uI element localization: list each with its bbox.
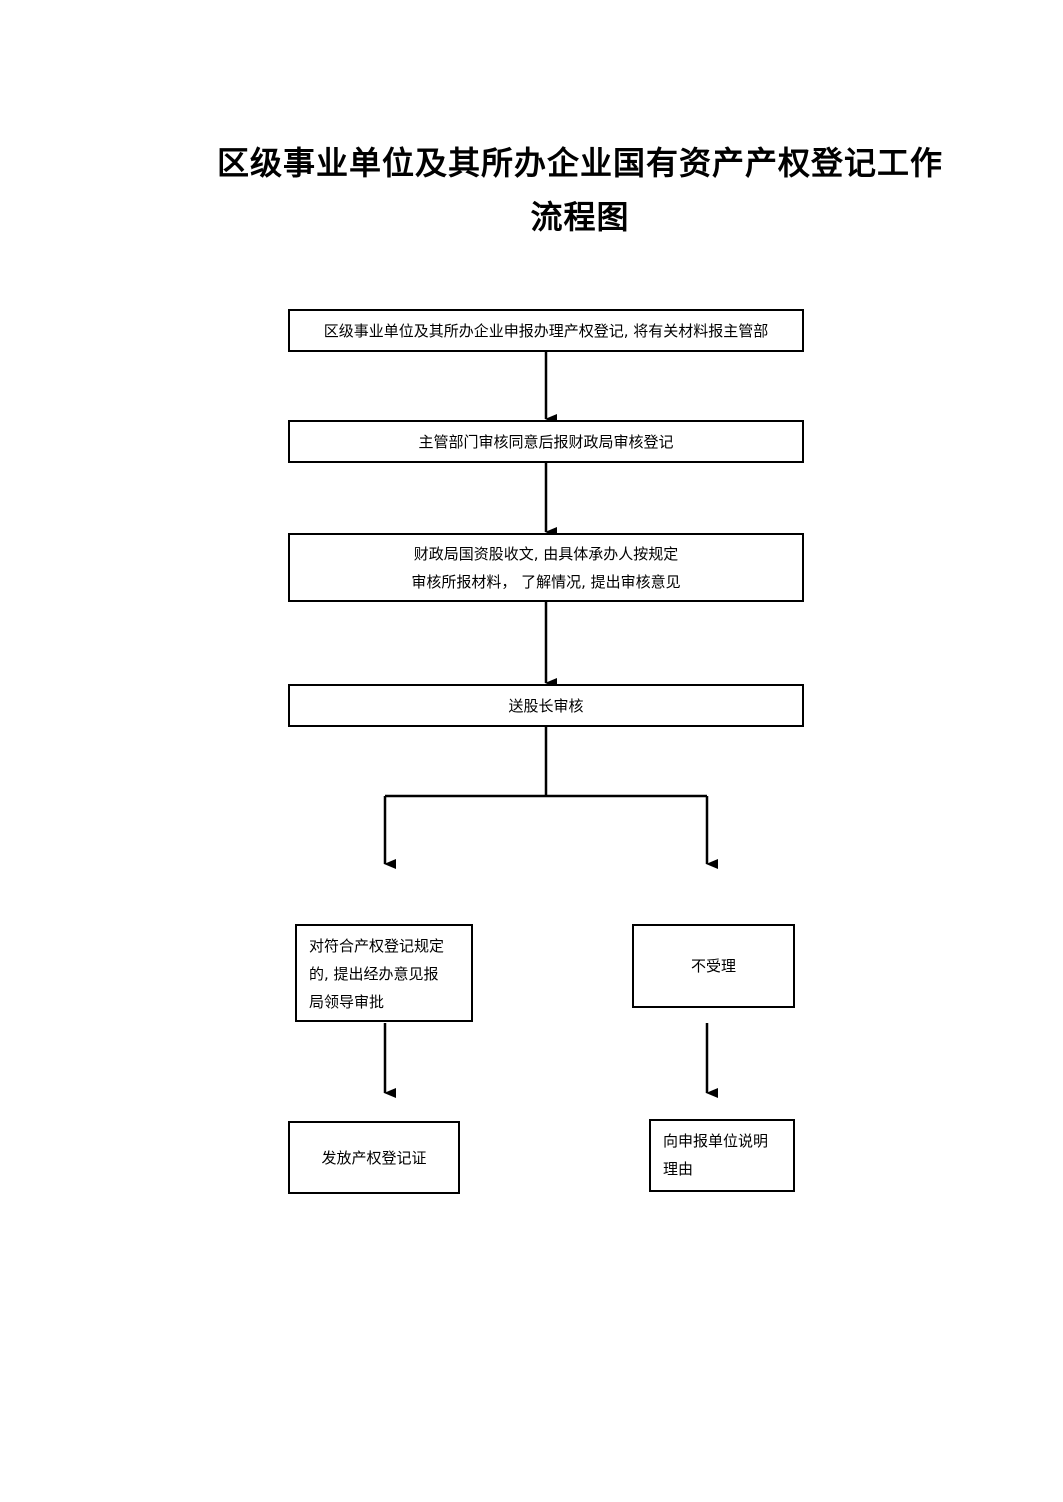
node-apply: 区级事业单位及其所办企业申报办理产权登记, 将有关材料报主管部 [288, 309, 804, 352]
page-title: 区级事业单位及其所办企业国有资产产权登记工作 [216, 144, 943, 182]
node-dept-review: 主管部门审核同意后报财政局审核登记 [288, 420, 804, 463]
node-finance-receive: 财政局国资股收文, 由具体承办人按规定 审核所报材料， 了解情况, 提出审核意见 [288, 533, 804, 602]
node-approve-line-3: 局领导审批 [309, 993, 385, 1011]
node-explain-line-1: 向申报单位说明 [663, 1132, 769, 1150]
node-issue-cert: 发放产权登记证 [288, 1121, 460, 1194]
node-approve-line-2: 的, 提出经办意见报 [309, 965, 439, 983]
node-apply-text: 区级事业单位及其所办企业申报办理产权登记, 将有关材料报主管部 [323, 321, 769, 340]
node-chief-review: 送股长审核 [288, 684, 804, 727]
node-finance-receive-line-2: 审核所报材料， 了解情况, 提出审核意见 [411, 572, 681, 591]
node-reject-text: 不受理 [690, 957, 736, 975]
node-chief-review-text: 送股长审核 [508, 696, 584, 715]
node-approve-line-1: 对符合产权登记规定 [309, 937, 445, 955]
node-approve: 对符合产权登记规定 的, 提出经办意见报 局领导审批 [295, 924, 473, 1022]
node-explain-line-2: 理由 [663, 1160, 694, 1178]
page-subtitle: 流程图 [530, 198, 630, 236]
node-dept-review-text: 主管部门审核同意后报财政局审核登记 [418, 432, 674, 451]
node-reject: 不受理 [632, 924, 795, 1008]
node-finance-receive-line-1: 财政局国资股收文, 由具体承办人按规定 [413, 544, 679, 563]
node-issue-cert-text: 发放产权登记证 [321, 1148, 427, 1167]
node-explain: 向申报单位说明 理由 [649, 1119, 795, 1192]
